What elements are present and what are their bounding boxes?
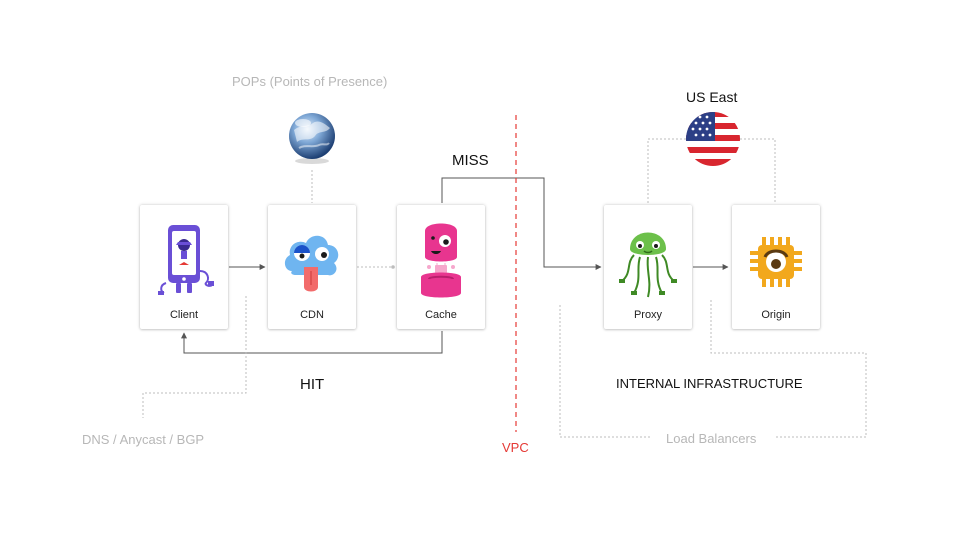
- us-flag-icon: [686, 112, 740, 166]
- cache-label: Cache: [425, 309, 457, 321]
- us-east-bracket: [647, 138, 776, 203]
- client-node[interactable]: Client: [140, 205, 228, 329]
- dns-guide: [142, 296, 247, 418]
- lb-guide-right: [710, 300, 867, 438]
- globe-icon: [289, 113, 335, 164]
- lb-guide-left: [559, 305, 651, 438]
- cdn-cloud-icon: [284, 235, 339, 292]
- client-label: Client: [169, 309, 199, 321]
- origin-chip-icon: [750, 237, 802, 287]
- load-balancers-label: Load Balancers: [666, 431, 757, 446]
- proxy-jellyfish-icon: [619, 232, 677, 298]
- us-east-label: US East: [686, 89, 738, 105]
- hit-label: HIT: [300, 376, 325, 393]
- client-phone-icon: [158, 225, 214, 295]
- origin-node[interactable]: Origin: [732, 205, 820, 329]
- cdn-label: CDN: [300, 309, 324, 321]
- pops-label: POPs (Points of Presence): [232, 74, 388, 89]
- cdn-node[interactable]: CDN: [268, 205, 356, 329]
- cache-monster-icon: [421, 223, 461, 298]
- hit-path-arrow: [181, 331, 443, 354]
- internal-infrastructure-label: INTERNAL INFRASTRUCTURE: [616, 376, 803, 391]
- miss-label: MISS: [452, 152, 489, 169]
- vpc-label: VPC: [502, 440, 529, 455]
- origin-label: Origin: [761, 309, 791, 321]
- proxy-node[interactable]: Proxy: [604, 205, 692, 329]
- dns-label: DNS / Anycast / BGP: [82, 432, 205, 447]
- cache-node[interactable]: Cache: [397, 205, 485, 329]
- miss-path-arrow: [441, 177, 602, 270]
- proxy-label: Proxy: [633, 309, 663, 321]
